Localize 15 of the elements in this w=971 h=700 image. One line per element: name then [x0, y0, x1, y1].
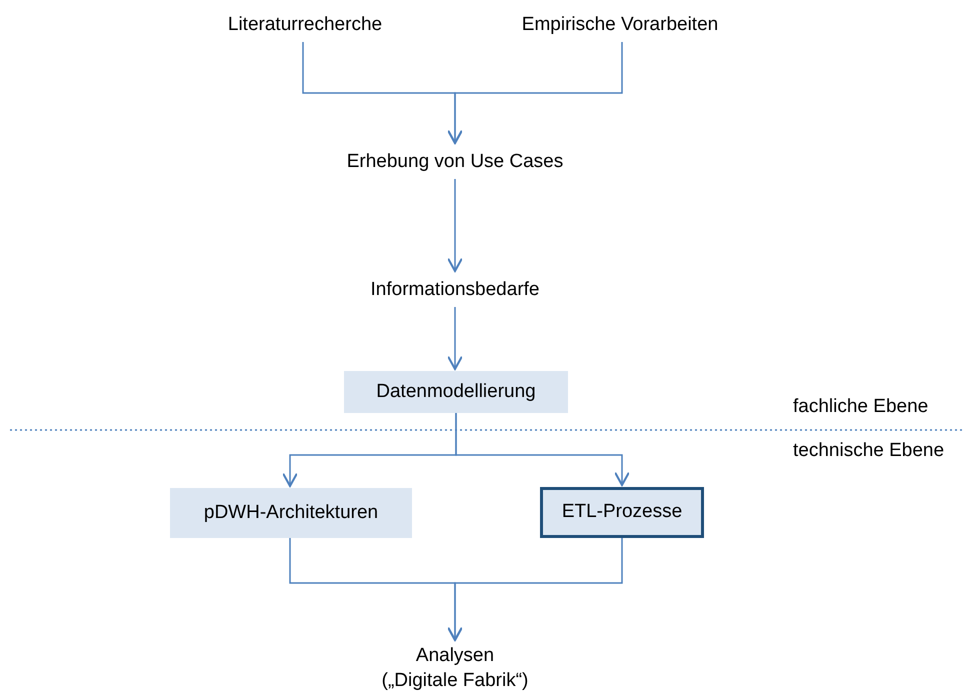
arrow — [446, 42, 623, 144]
arrow — [446, 538, 623, 642]
step-text: Empirische Vorarbeiten — [522, 12, 718, 37]
arrow — [446, 307, 464, 370]
step-text: Informationsbedarfe — [370, 278, 540, 302]
step-text: Literaturrecherche — [228, 12, 382, 37]
level-label: fachliche Ebene — [793, 396, 928, 418]
process-box: Datenmodellierung — [344, 371, 568, 413]
arrow — [446, 179, 464, 272]
step-text: Analysen („Digitale Fabrik“) — [380, 644, 530, 693]
level-label: technische Ebene — [793, 440, 944, 462]
arrow — [455, 413, 630, 486]
process-box: ETL-Prozesse — [540, 487, 704, 538]
step-text: Erhebung von Use Cases — [346, 150, 564, 174]
process-box: pDWH-Architekturen — [170, 488, 412, 538]
